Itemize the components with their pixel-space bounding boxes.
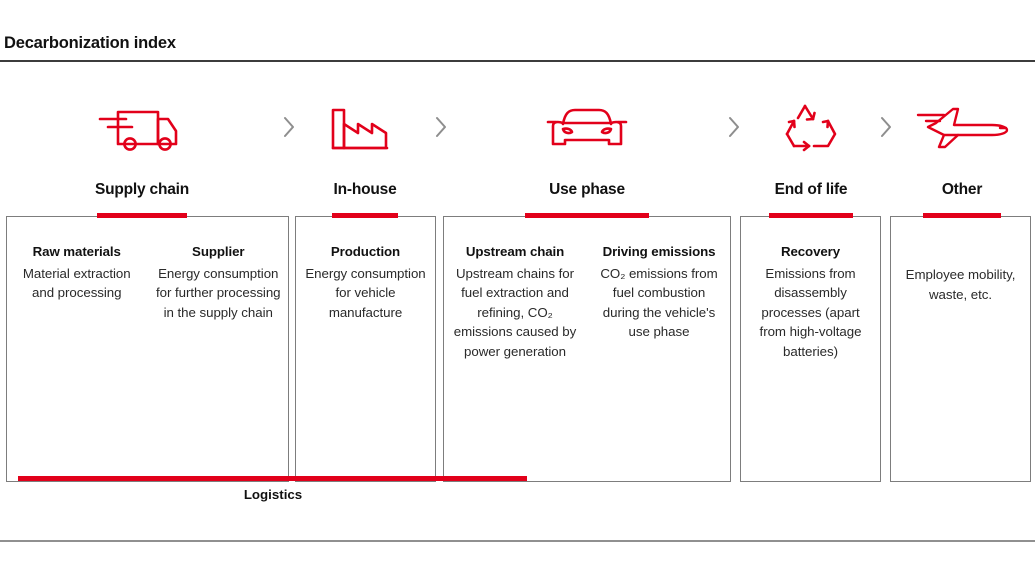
stage-box-supply-chain (6, 216, 289, 482)
factory-icon (305, 96, 425, 158)
stage-title-supply-chain: Supply chain (94, 181, 190, 198)
columns-supply-chain: Raw materials Material extraction and pr… (6, 216, 289, 482)
chevron-right-icon (874, 96, 898, 158)
stage-box-other (890, 216, 1031, 482)
columns-use-phase: Upstream chain Upstream chains for fuel … (443, 216, 731, 482)
column-supplier: Supplier Energy consumption for further … (148, 216, 290, 482)
accent-bar-end-of-life (769, 213, 853, 218)
chevron-right-icon (722, 96, 746, 158)
column-body: Emissions from disassembly processes (ap… (759, 265, 862, 359)
column-other: Employee mobility, waste, etc. (890, 216, 1031, 482)
columns-in-house: Production Energy consumption for vehicl… (295, 216, 436, 482)
column-body: Employee mobility, waste, etc. (905, 267, 1016, 302)
stage-box-use-phase (443, 216, 731, 482)
accent-bar-supply-chain (97, 213, 187, 218)
column-raw-materials: Raw materials Material extraction and pr… (6, 216, 148, 482)
stage-title-use-phase: Use phase (549, 181, 625, 198)
column-heading: Raw materials (32, 244, 121, 259)
chevron-right-icon (429, 96, 453, 158)
column-upstream-chain: Upstream chain Upstream chains for fuel … (443, 216, 587, 482)
accent-bar-other (923, 213, 1001, 218)
column-body: Material extraction and processing (22, 265, 131, 301)
accent-bar-in-house (332, 213, 398, 218)
columns-end-of-life: Recovery Emissions from disassembly proc… (740, 216, 881, 482)
logistics-label: Logistics (243, 487, 303, 502)
recycle-icon (756, 96, 866, 158)
stage-title-in-house: In-house (333, 181, 397, 198)
column-production: Production Energy consumption for vehicl… (295, 216, 436, 482)
column-heading: Production (330, 244, 401, 259)
header-divider (0, 60, 1035, 62)
chevron-right-icon (277, 96, 301, 158)
stage-title-other: Other (941, 181, 983, 198)
column-body: Upstream chains for fuel extraction and … (453, 265, 577, 359)
logistics-accent-bar (18, 476, 527, 481)
column-body: Energy consumption for further processin… (155, 265, 281, 320)
column-heading: Supplier (192, 244, 245, 259)
column-body: CO₂ emissions from fuel combustion durin… (600, 265, 718, 340)
column-heading: Driving emissions (602, 244, 716, 259)
stage-icon-strip (0, 96, 1035, 158)
car-icon (523, 96, 651, 158)
page-title: Decarbonization index (4, 34, 176, 52)
airplane-icon (900, 96, 1028, 158)
column-heading: Recovery (780, 244, 841, 259)
column-driving-emissions: Driving emissions CO₂ emissions from fue… (587, 216, 731, 482)
footer-divider (0, 540, 1035, 542)
column-recovery: Recovery Emissions from disassembly proc… (740, 216, 881, 482)
stage-box-end-of-life (740, 216, 881, 482)
columns-other: Employee mobility, waste, etc. (890, 216, 1031, 482)
accent-bar-use-phase (525, 213, 649, 218)
column-heading: Upstream chain (465, 244, 565, 259)
column-body: Energy consumption for vehicle manufactu… (305, 265, 426, 320)
stage-title-end-of-life: End of life (774, 181, 848, 198)
truck-icon (78, 96, 206, 158)
